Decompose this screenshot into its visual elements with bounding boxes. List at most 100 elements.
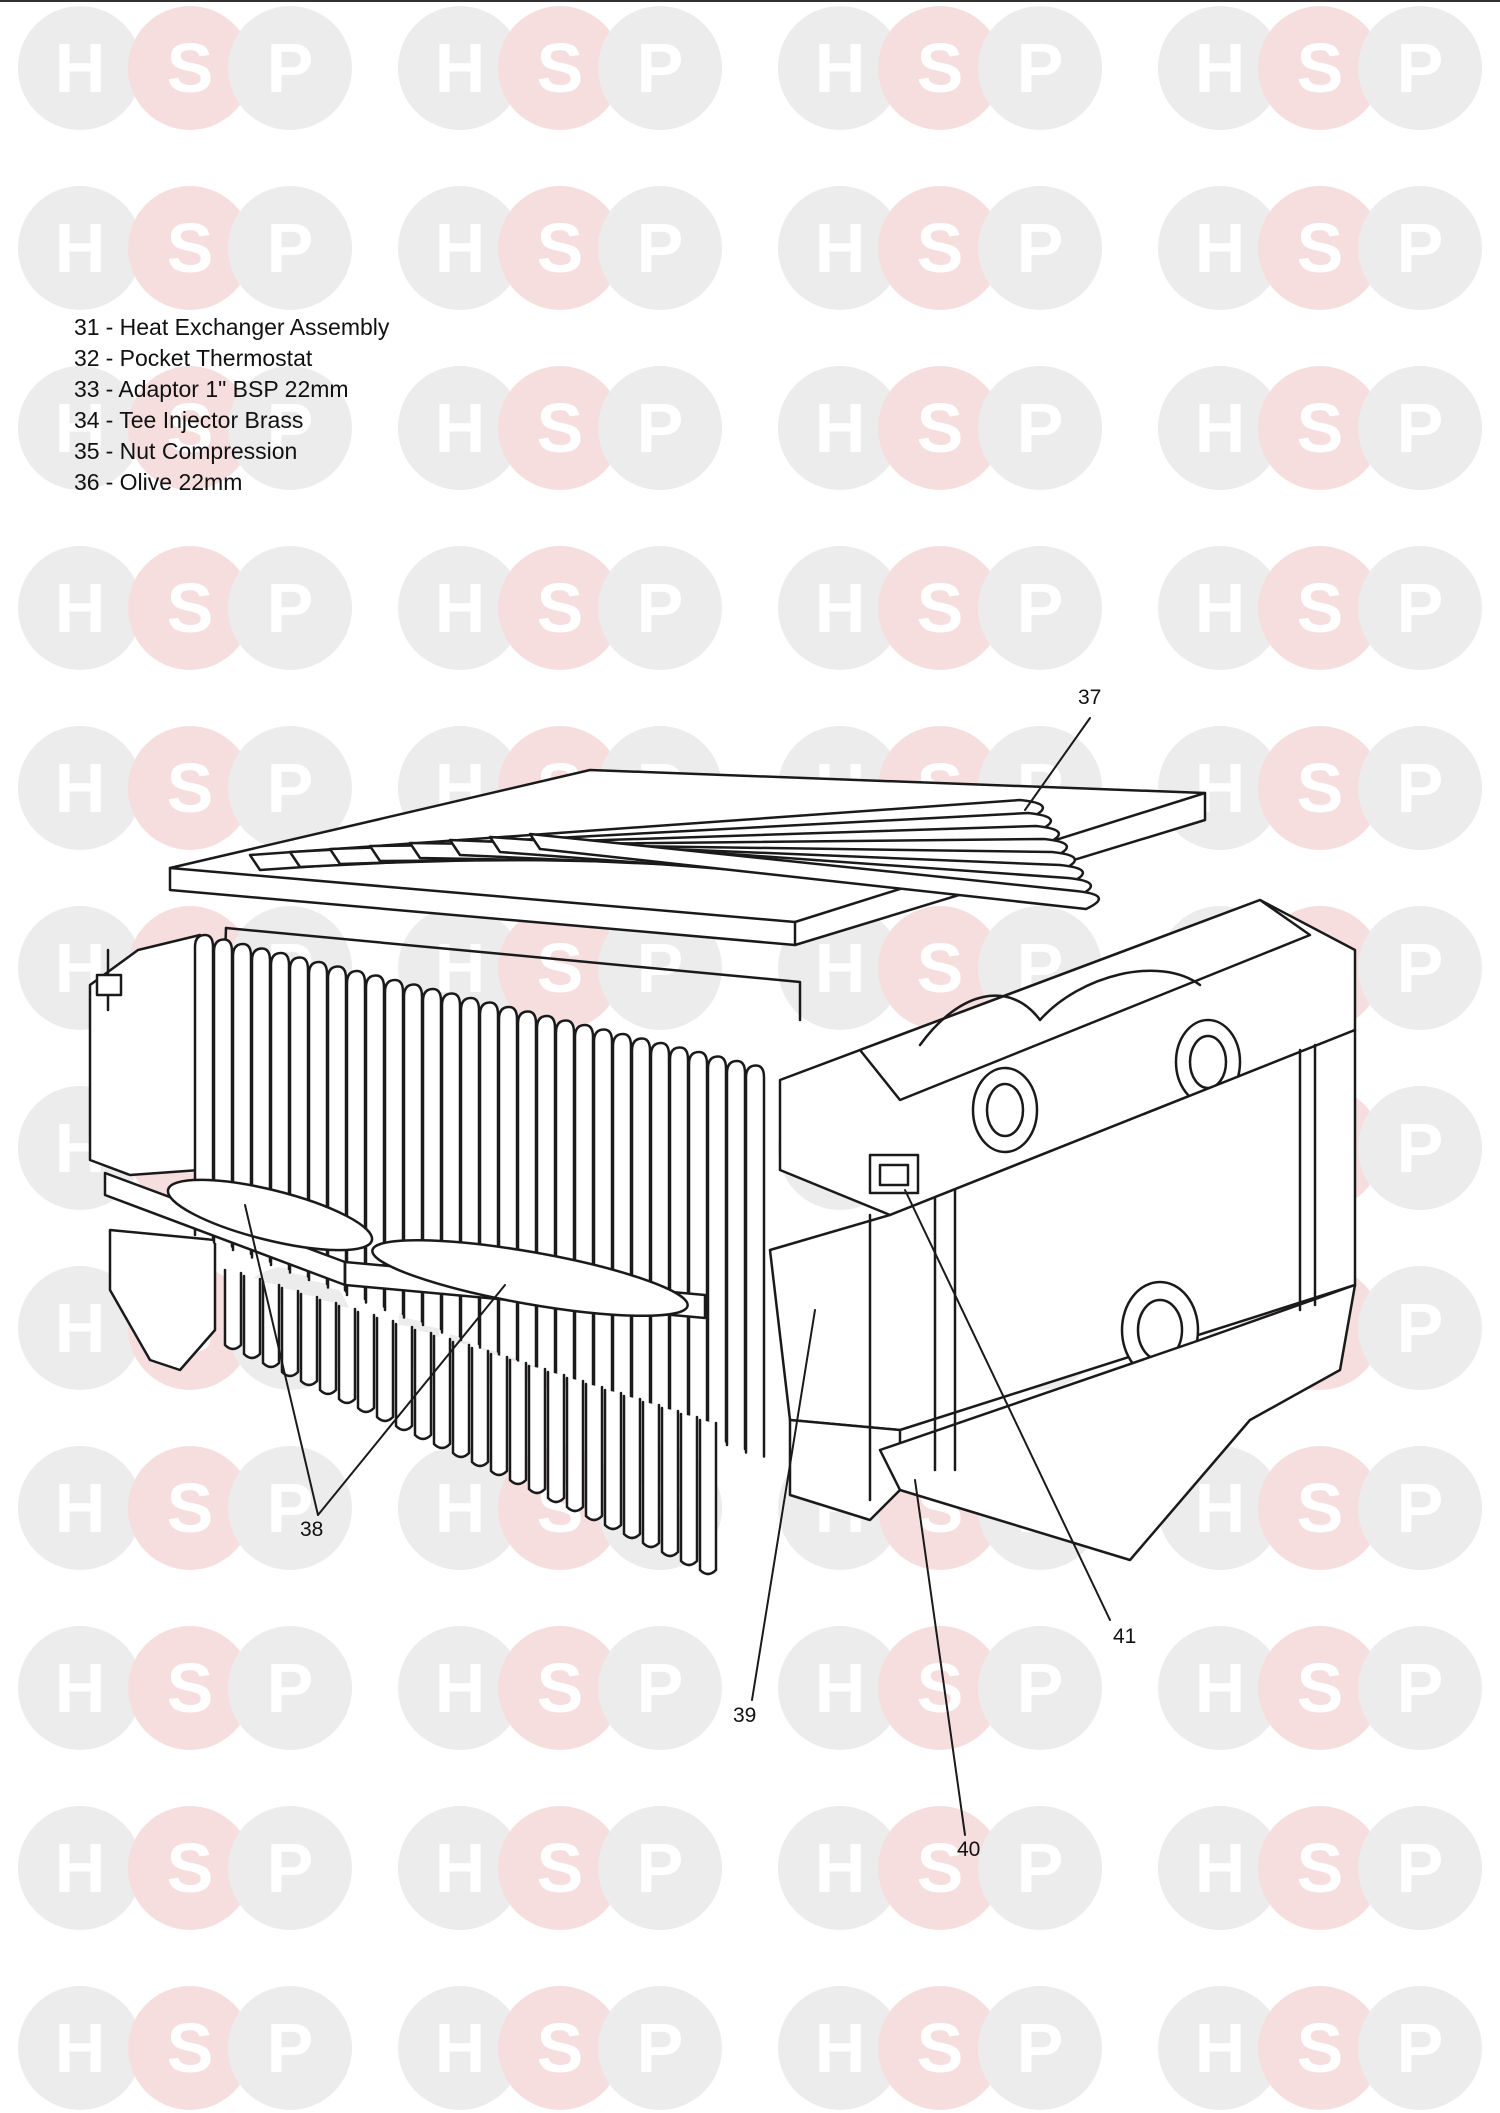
watermark-disc: [978, 1806, 1102, 1930]
watermark-letter: S: [917, 29, 964, 107]
watermark-letter: S: [167, 1649, 214, 1727]
lower-fin: [432, 1334, 452, 1450]
parts-list-item-33: 33- Adaptor 1" BSP 22mm: [74, 376, 349, 402]
watermark-disc: [1158, 6, 1282, 130]
watermark-letter: S: [167, 1829, 214, 1907]
fin: [402, 983, 424, 1323]
watermark-letter: S: [1297, 2009, 1344, 2087]
watermark-disc: [778, 186, 902, 310]
fin: [554, 1019, 576, 1383]
watermark-disc: [18, 726, 142, 850]
watermark-disc: [128, 6, 252, 130]
watermark-disc: [18, 1986, 142, 2110]
watermark-letter: P: [267, 2009, 314, 2087]
watermark-letter: H: [55, 1289, 106, 1367]
watermark-letter: S: [917, 389, 964, 467]
watermark-disc: [498, 1986, 622, 2110]
part-label: Pocket Thermostat: [119, 345, 313, 371]
watermark-disc: [1258, 1626, 1382, 1750]
lower-fin: [546, 1370, 566, 1504]
parts-list: 31- Heat Exchanger Assembly 32- Pocket T…: [74, 312, 395, 498]
watermark-letter: H: [55, 569, 106, 647]
lower-fin: [394, 1322, 414, 1432]
watermark-letter: H: [435, 1469, 486, 1547]
watermark-letter: H: [435, 2009, 486, 2087]
watermark-letter: H: [1195, 2009, 1246, 2087]
watermark-letter: H: [435, 1649, 486, 1727]
watermark-letter: P: [1017, 209, 1064, 287]
watermark-letter: H: [1195, 1469, 1246, 1547]
watermark-disc: [228, 1446, 352, 1570]
watermark-letter: H: [815, 1829, 866, 1907]
watermark-disc: [398, 546, 522, 670]
watermark-disc: [228, 366, 352, 490]
part-number: 35: [74, 438, 100, 464]
watermark-letter: P: [267, 1829, 314, 1907]
watermark-letter: H: [815, 29, 866, 107]
watermark-disc: [498, 1626, 622, 1750]
watermark-disc: [878, 186, 1002, 310]
watermark-disc: [398, 1986, 522, 2110]
watermark-letter: H: [435, 389, 486, 467]
watermark-letter: S: [1297, 569, 1344, 647]
watermark-disc: [978, 1986, 1102, 2110]
parts-list-item-34: 34- Tee Injector Brass: [74, 407, 304, 433]
watermark-disc: [1258, 6, 1382, 130]
watermark-letter: P: [1017, 29, 1064, 107]
watermark-letter: S: [1297, 1469, 1344, 1547]
watermark-disc: [1358, 1266, 1482, 1390]
watermark-disc: [598, 1806, 722, 1930]
top-plate: [168, 768, 1207, 947]
watermark-letter: P: [637, 389, 684, 467]
watermark-letter: H: [55, 749, 106, 827]
watermark-disc: [778, 6, 902, 130]
watermark-disc: [128, 1626, 252, 1750]
watermark-disc: [1258, 1806, 1382, 1930]
lower-fin: [508, 1358, 528, 1486]
lower-fin: [356, 1310, 376, 1414]
watermark-disc: [228, 186, 352, 310]
lower-fin: [451, 1340, 471, 1459]
lower-fin: [337, 1304, 357, 1405]
fin: [725, 1059, 747, 1451]
watermark-letter: P: [1017, 569, 1064, 647]
watermark-disc: [18, 1626, 142, 1750]
watermark-disc: [18, 186, 142, 310]
watermark-letter: P: [637, 209, 684, 287]
watermark-letter: P: [1397, 1109, 1444, 1187]
watermark-disc: [1158, 1626, 1282, 1750]
watermark-letter: S: [167, 1469, 214, 1547]
lower-fin: [679, 1412, 699, 1567]
fin: [193, 933, 215, 1241]
watermark-disc: [228, 1626, 352, 1750]
watermark-letter: P: [1397, 1289, 1444, 1367]
watermark-letter: P: [267, 569, 314, 647]
watermark-disc: [18, 1446, 142, 1570]
watermark-letter: P: [1397, 209, 1444, 287]
callout-40: 40: [957, 1838, 981, 1861]
watermark-letter: S: [537, 2009, 584, 2087]
watermark-letter: S: [1297, 1649, 1344, 1727]
watermark-letter: H: [55, 1649, 106, 1727]
watermark-disc: [18, 546, 142, 670]
watermark-disc: [1258, 1446, 1382, 1570]
lower-fin: [584, 1382, 604, 1522]
fin: [649, 1041, 671, 1421]
part-number: 31: [74, 314, 100, 340]
watermark-disc: [1358, 1086, 1482, 1210]
fin: [687, 1050, 709, 1436]
watermark-disc: [128, 1806, 252, 1930]
watermark-letter: P: [1397, 1829, 1444, 1907]
watermark-disc: [978, 6, 1102, 130]
lower-fin: [698, 1418, 718, 1576]
watermark-letter: P: [1397, 1649, 1444, 1727]
watermark-letter: H: [815, 2009, 866, 2087]
watermark-disc: [878, 366, 1002, 490]
watermark-disc: [1158, 366, 1282, 490]
lower-fin: [622, 1394, 642, 1540]
lower-fin: [223, 1268, 243, 1351]
watermark-disc: [1358, 1446, 1482, 1570]
watermark-disc: [498, 1806, 622, 1930]
parts-list-item-31: 31- Heat Exchanger Assembly: [74, 314, 390, 340]
watermark-disc: [978, 366, 1102, 490]
